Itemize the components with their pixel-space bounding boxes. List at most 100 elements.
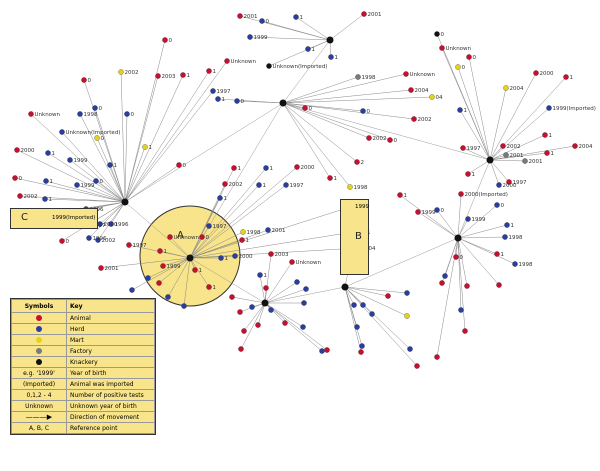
node-label: Unknown: [231, 59, 257, 65]
movement-edge: [131, 257, 191, 291]
herd-node: [465, 216, 471, 222]
herd-node: [512, 261, 518, 267]
movement-edge: [189, 206, 351, 259]
herd-node: [328, 54, 334, 60]
movement-edge: [79, 113, 126, 203]
node-label: 1999: [472, 217, 486, 223]
movement-edge: [344, 286, 418, 367]
node-label: 1997: [92, 223, 106, 229]
node-label: 2000: [104, 222, 118, 228]
node-label: 1996: [93, 236, 107, 242]
node-label: Unknown(Imported): [66, 130, 121, 136]
reference-c-label: 1999(Imported): [52, 215, 96, 221]
movement-edge: [231, 296, 266, 304]
node-label: 1: [335, 55, 339, 61]
animal-node: [17, 193, 23, 199]
movement-edge: [457, 237, 468, 287]
animal-node: [255, 322, 261, 328]
movement-edge: [100, 256, 191, 269]
animal-node: [462, 328, 468, 334]
animal-node: [542, 132, 548, 138]
herd-node: [42, 196, 48, 202]
reference-a-letter: A: [177, 230, 184, 241]
node-label: 1998: [84, 112, 98, 118]
movement-edge: [264, 281, 298, 304]
herd-node: [124, 111, 130, 117]
node-label: 0: [88, 78, 92, 84]
node-label: 0: [394, 138, 398, 144]
movement-edge: [344, 286, 411, 350]
herd-node: [434, 207, 440, 213]
node-label: 1998: [247, 230, 261, 236]
movement-edge: [189, 184, 260, 259]
herd-node: [496, 182, 502, 188]
movement-edge: [61, 131, 126, 203]
movement-edge: [261, 20, 331, 41]
node-label: 2001: [510, 153, 524, 159]
movement-edge: [124, 74, 184, 203]
herd-node: [283, 182, 289, 188]
node-label: 1: [213, 69, 217, 75]
node-label: 2000: [21, 148, 35, 154]
herd-dot-icon: [11, 323, 67, 335]
node-label: 1996: [115, 222, 129, 228]
node-label: 2000: [301, 165, 315, 171]
node-label: 2004: [415, 88, 429, 94]
movement-edge: [124, 60, 228, 203]
mart-node: [347, 184, 353, 190]
node-label: 1: [222, 97, 226, 103]
animal-node: [544, 150, 550, 156]
movement-edge: [282, 73, 407, 104]
node-label: 1: [187, 73, 191, 79]
herd-node: [303, 286, 309, 292]
mart-node: [503, 85, 509, 91]
herd-node: [249, 304, 255, 310]
herd-node: [92, 105, 98, 111]
movement-edge: [95, 180, 126, 203]
node-label: 0: [99, 106, 103, 112]
herd-node: [360, 108, 366, 114]
node-label: 1: [404, 193, 408, 199]
animal-node: [506, 179, 512, 185]
movement-edge: [468, 56, 491, 161]
herd-node: [45, 150, 51, 156]
legend-key-direction: Direction of movement: [66, 411, 155, 423]
movement-edge: [489, 107, 550, 161]
node-label: 1: [570, 75, 574, 81]
reference-b-year: 1999: [355, 204, 369, 210]
movement-edge: [489, 87, 507, 161]
node-label: 1999: [422, 210, 436, 216]
animal-node: [302, 105, 308, 111]
animal-node: [155, 73, 161, 79]
legend-symbol-unknown: Unknown: [11, 400, 67, 412]
movement-edge: [189, 167, 267, 259]
herd-node: [206, 223, 212, 229]
node-label: 2002: [418, 117, 432, 123]
node-label: 1: [270, 166, 274, 172]
movement-edge: [264, 302, 323, 352]
knackery-hub: [454, 234, 462, 242]
legend-key-mart: Mart: [66, 334, 155, 346]
movement-edge: [417, 211, 459, 239]
animal-node: [241, 328, 247, 334]
node-label: Unknown: [174, 235, 200, 241]
node-label: 1: [501, 252, 505, 258]
node-label: 0: [131, 112, 135, 118]
movement-edge: [240, 302, 266, 350]
herd-node: [108, 221, 114, 227]
legend-key-imported: Animal was imported: [66, 378, 155, 390]
movement-edge: [189, 197, 221, 259]
movement-edge: [189, 166, 298, 259]
node-label: 1: [246, 238, 250, 244]
node-label: Unknown: [446, 46, 472, 52]
node-label: 1: [114, 163, 118, 169]
animal-node: [268, 251, 274, 257]
node-label: 1: [472, 172, 476, 178]
animal-node: [237, 13, 243, 19]
mart-dot-icon: [11, 334, 67, 346]
herd-node: [59, 129, 65, 135]
animal-node: [192, 267, 198, 273]
node-label: 1997: [513, 180, 527, 186]
movement-edge: [489, 72, 537, 161]
legend: Symbols Key Animal Herd Mart Factory Kna…: [10, 298, 156, 435]
